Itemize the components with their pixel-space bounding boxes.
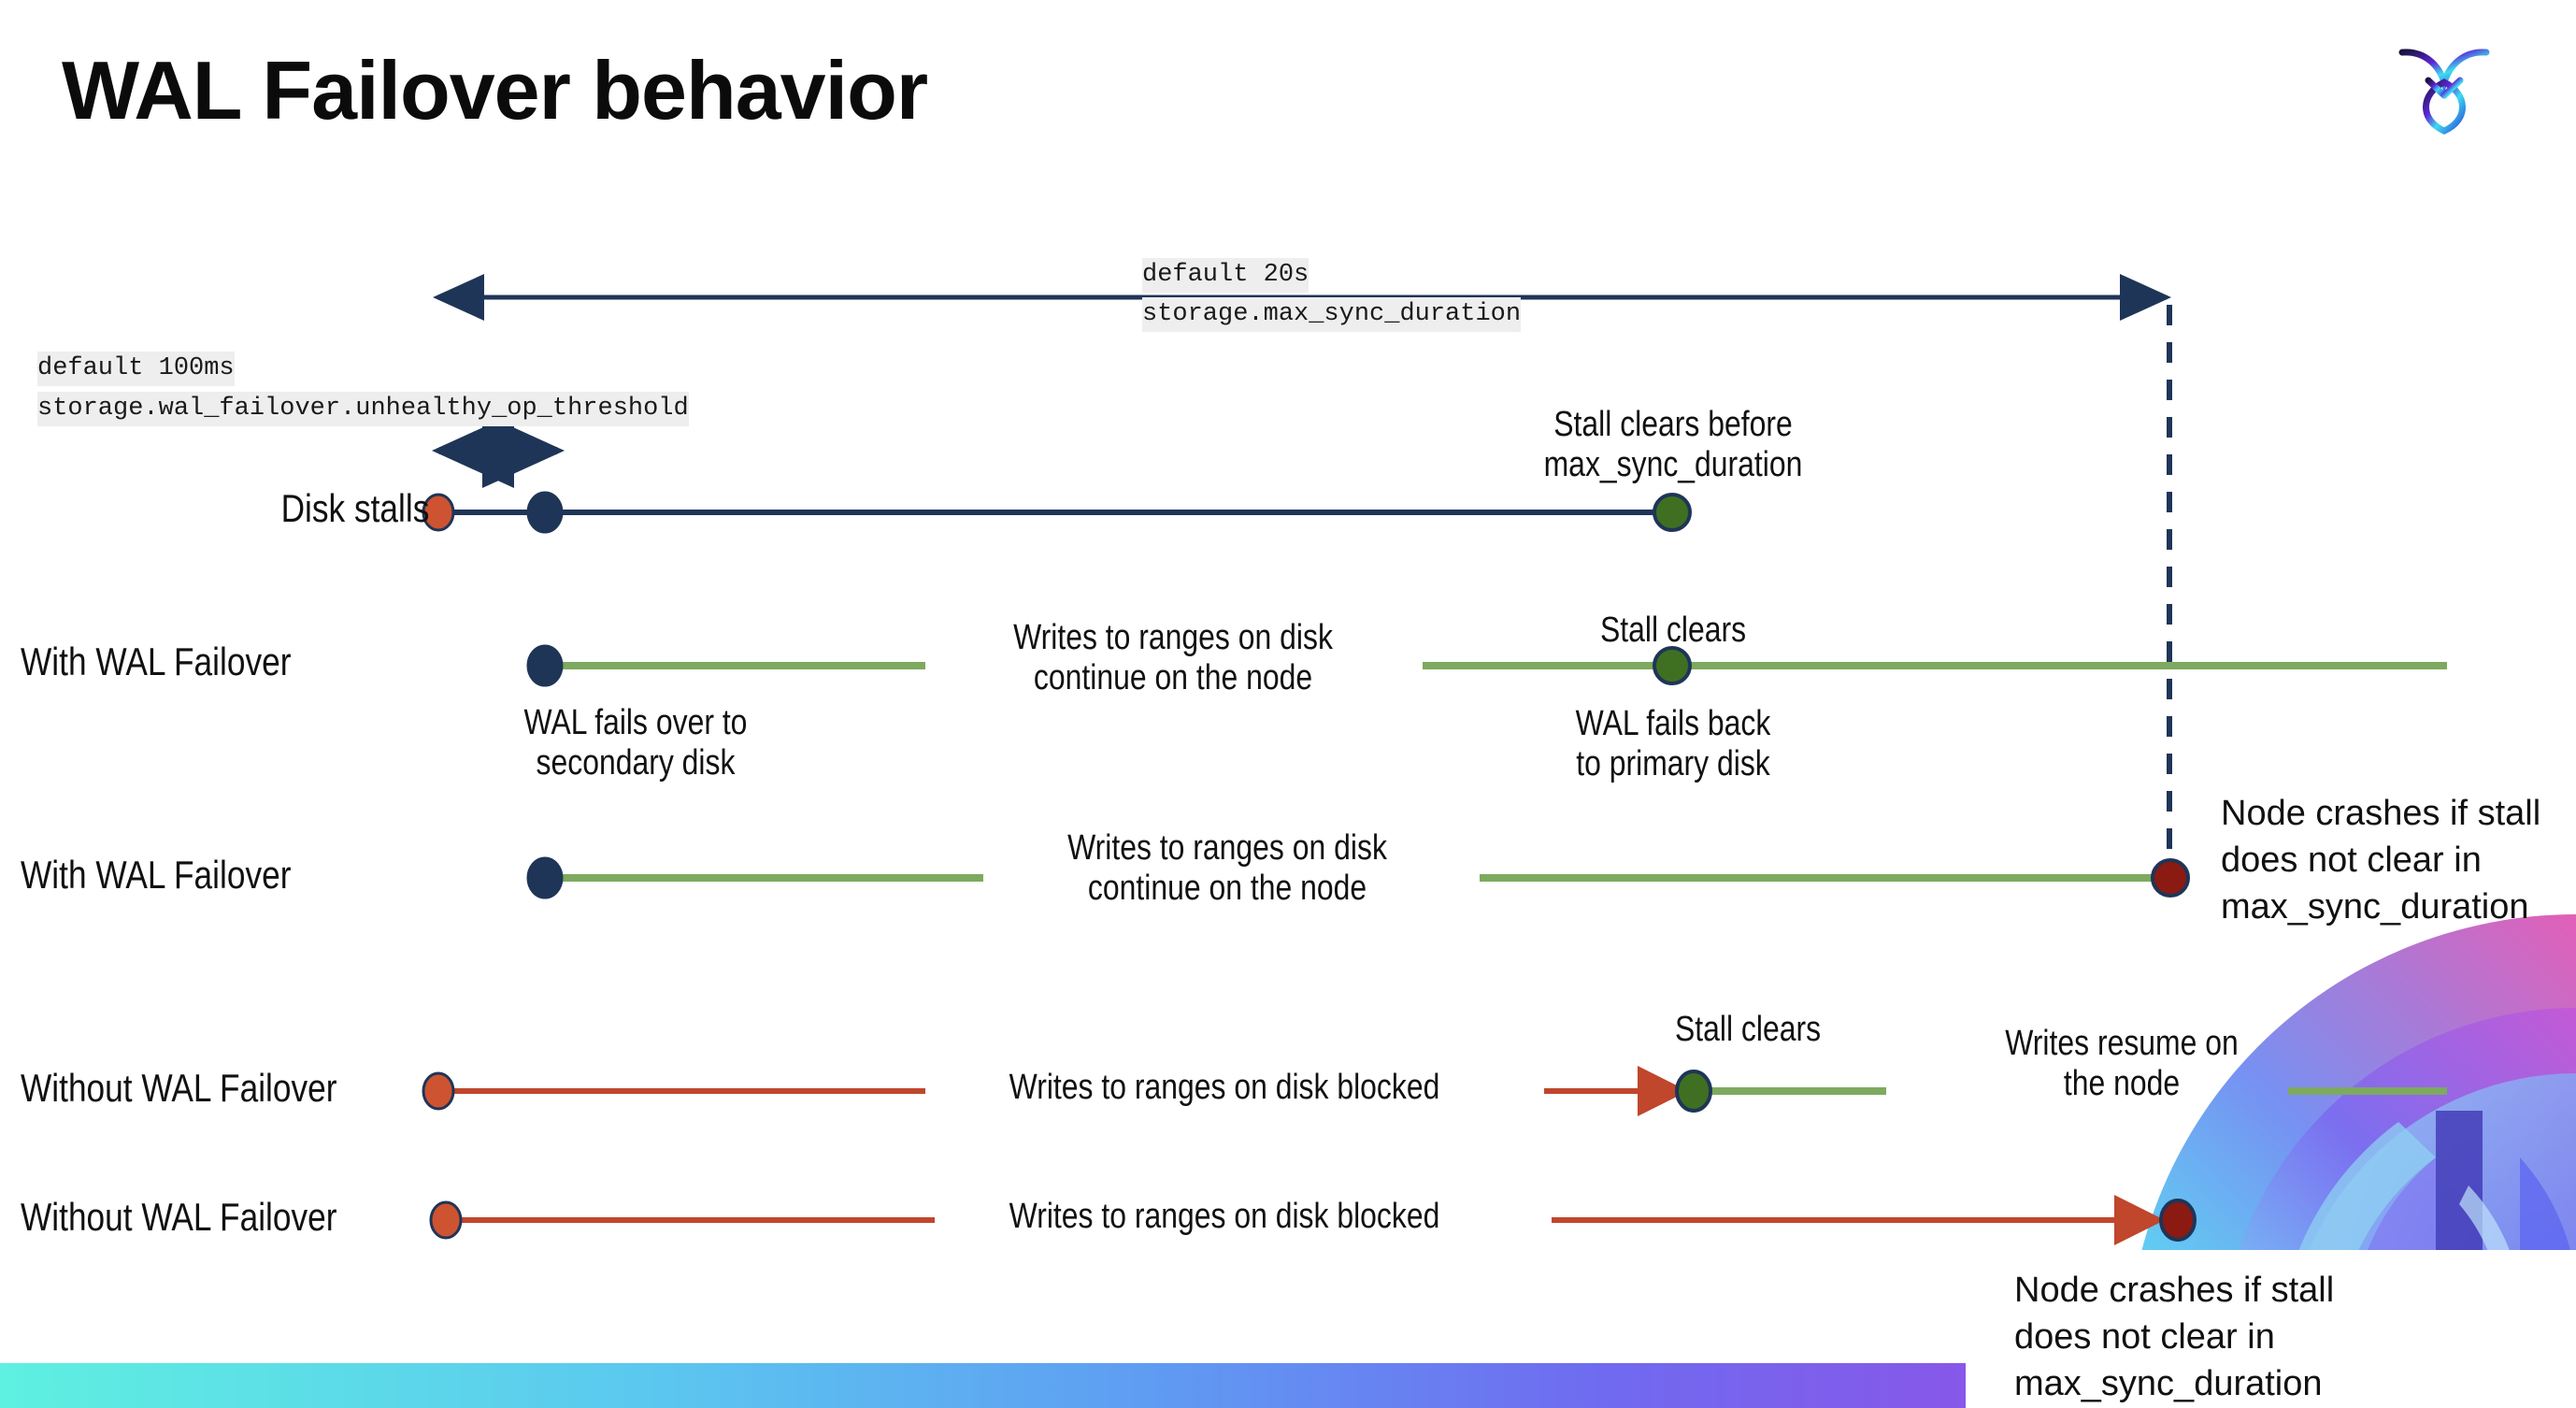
note-node-crashes-2: Node crashes if stall does not clear in … <box>2014 1271 2335 1404</box>
note-stall-clears-2: Stall clears <box>1674 1010 1822 1049</box>
row-label-without-wal-failover-1: Without WAL Failover <box>21 1066 337 1110</box>
unhealthy-op-default-label: default 100ms <box>37 352 235 386</box>
row-label-disk-stalls: Disk stalls <box>280 486 430 530</box>
note-writes-blocked-1: Writes to ranges on disk blocked <box>1009 1068 1440 1107</box>
row-label-without-wal-failover-2: Without WAL Failover <box>21 1195 337 1239</box>
note-writes-blocked-2: Writes to ranges on disk blocked <box>1009 1197 1440 1236</box>
note-writes-resume: Writes resume on the node <box>2005 1024 2239 1104</box>
crash-note-card <box>1966 1250 2576 1408</box>
note-node-crashes-1: Node crashes if stall does not clear in … <box>2221 794 2541 927</box>
cockroachdb-logo-icon <box>2383 34 2505 136</box>
note-stall-clears-1: Stall clears <box>1599 611 1747 650</box>
page-title: WAL Failover behavior <box>62 44 928 136</box>
note-writes-continue-1: Writes to ranges on disk continue on the… <box>1013 618 1333 698</box>
unhealthy-op-setting-label: storage.wal_failover.unhealthy_op_thresh… <box>37 392 689 426</box>
row-disk-stalls-track <box>422 491 1692 534</box>
note-wal-fails-back: WAL fails back to primary disk <box>1575 704 1771 784</box>
row-label-with-wal-failover-1: With WAL Failover <box>21 639 292 683</box>
note-wal-fails-over: WAL fails over to secondary disk <box>523 703 748 783</box>
annotation-stall-clears-before-max-sync: Stall clears before max_sync_duration <box>1543 405 1803 485</box>
max-sync-setting-label: storage.max_sync_duration <box>1142 297 1522 332</box>
note-writes-continue-2: Writes to ranges on disk continue on the… <box>1067 828 1387 909</box>
max-sync-default-label: default 20s <box>1142 258 1309 293</box>
row-label-with-wal-failover-2: With WAL Failover <box>21 853 292 897</box>
row-with-wal-failover-1-track <box>526 644 2447 687</box>
